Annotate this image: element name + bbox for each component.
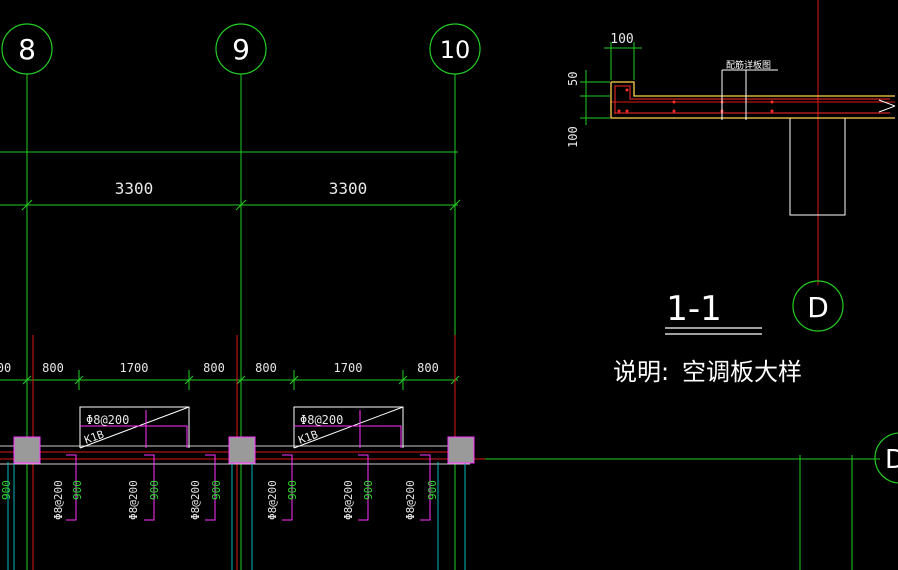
rebar-brackets — [66, 454, 431, 521]
axis-bubble-9[interactable]: 9 — [215, 23, 267, 75]
slab-name-1: K1B — [83, 428, 106, 447]
section-note-ref: 配筋详板图 — [726, 59, 771, 71]
dimension-lines-major — [0, 151, 461, 211]
slab-rebar-2: Φ8@200 — [300, 413, 343, 427]
axis-bubble-d-partial[interactable]: D — [874, 432, 898, 484]
dimension-bay-2: 3300 — [329, 179, 368, 198]
svg-text:Φ8@200: Φ8@200 — [266, 480, 279, 520]
column-10[interactable] — [447, 436, 475, 464]
dimension-seg-a2: 1700 — [120, 361, 149, 375]
drawing-note: 说明: 空调板大样 — [613, 358, 802, 386]
note-text: 空调板大样 — [682, 358, 802, 386]
svg-text:900: 900 — [210, 480, 223, 500]
note-prefix: 说明: — [613, 358, 669, 386]
section-title-text: 1-1 — [666, 289, 722, 329]
axis-label-9: 9 — [232, 33, 250, 66]
vertical-rebar-labels: Φ8@200 Φ8@200 Φ8@200 Φ8@200 Φ8@200 Φ8@20… — [0, 480, 439, 520]
svg-text:Φ8@200: Φ8@200 — [189, 480, 202, 520]
svg-text:900: 900 — [148, 480, 161, 500]
column-9[interactable] — [228, 436, 256, 464]
section-dim-width: 100 — [610, 32, 633, 47]
svg-text:900: 900 — [362, 480, 375, 500]
svg-text:900: 900 — [71, 480, 84, 500]
svg-text:900: 900 — [0, 480, 13, 500]
slab-rebar-1: Φ8@200 — [86, 413, 129, 427]
slab-label-2[interactable]: Φ8@200 K1B — [293, 406, 404, 449]
columns — [13, 436, 475, 464]
axis-label-10: 10 — [440, 36, 471, 64]
axis-label-8: 8 — [18, 33, 36, 66]
section-dim-depth: 100 — [566, 126, 580, 148]
svg-text:Φ8@200: Φ8@200 — [52, 480, 65, 520]
axis-label-d: D — [807, 291, 829, 324]
svg-text:Φ8@200: Φ8@200 — [342, 480, 355, 520]
dimension-bay-1: 3300 — [115, 179, 154, 198]
grid-lines — [26, 74, 456, 570]
axis-label-d2: D — [885, 445, 898, 475]
column-8[interactable] — [13, 436, 41, 464]
dimension-lines-minor — [0, 370, 460, 390]
slab-name-2: K1B — [297, 428, 320, 447]
section-title: 1-1 — [665, 289, 762, 335]
svg-text:00: 00 — [0, 361, 11, 375]
slab-label-1[interactable]: Φ8@200 K1B — [79, 406, 190, 449]
svg-text:900: 900 — [286, 480, 299, 500]
section-dim-top: 50 — [566, 72, 580, 86]
dimension-seg-b3: 800 — [417, 361, 439, 375]
svg-text:Φ8@200: Φ8@200 — [404, 480, 417, 520]
dimension-seg-b2: 1700 — [334, 361, 363, 375]
dimension-seg-a1: 800 — [42, 361, 64, 375]
dimension-seg-b1: 800 — [255, 361, 277, 375]
dimension-minor-labels: 00 800 1700 800 800 1700 800 — [0, 361, 439, 375]
axis-bubble-d[interactable]: D — [792, 280, 844, 332]
axis-bubble-8[interactable]: 8 — [1, 23, 53, 75]
section-detail[interactable]: 配筋详板图 100 50 100 — [566, 0, 896, 285]
dimension-seg-a3: 800 — [203, 361, 225, 375]
axis-bubble-10[interactable]: 10 — [429, 23, 481, 75]
svg-text:Φ8@200: Φ8@200 — [127, 480, 140, 520]
svg-text:900: 900 — [426, 480, 439, 500]
